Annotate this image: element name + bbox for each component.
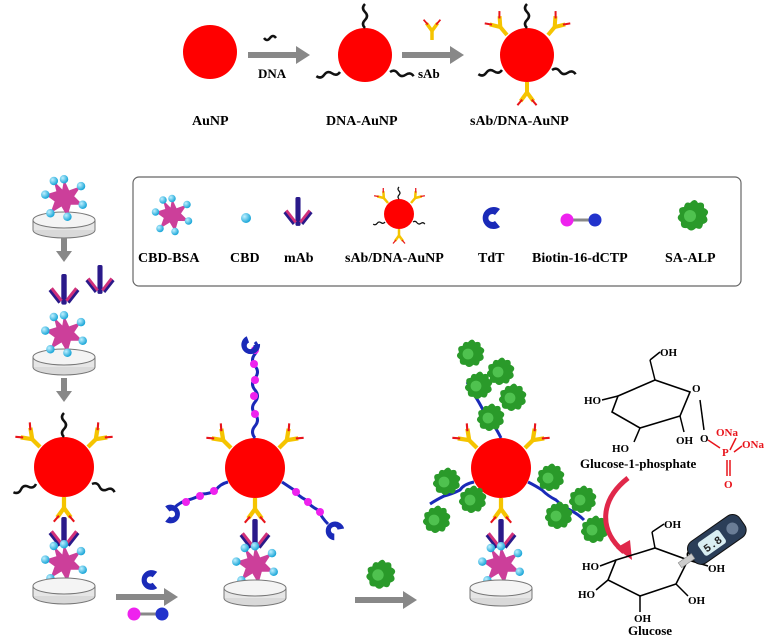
svg-text:OH: OH xyxy=(660,347,678,359)
tdt-extension-step xyxy=(116,570,178,621)
svg-text:O: O xyxy=(724,479,733,491)
legend-biotin-dctp: Biotin-16-dCTP xyxy=(532,251,628,266)
legend-sa-alp: SA-ALP xyxy=(665,251,716,266)
legend-cbd: CBD xyxy=(230,251,260,266)
arrow-down-1 xyxy=(56,238,72,262)
svg-text:ONa: ONa xyxy=(742,439,765,451)
sab-dna-aunp-particle xyxy=(476,2,578,105)
arrow-dna-label: DNA xyxy=(258,66,287,81)
dna-aunp-particle xyxy=(314,2,416,82)
dna-strand-icon xyxy=(263,34,277,42)
svg-text:HO: HO xyxy=(582,561,600,573)
svg-text:OH: OH xyxy=(664,519,682,531)
svg-text:ONa: ONa xyxy=(716,427,739,439)
arrow-sab-label: sAb xyxy=(418,66,440,81)
svg-text:O: O xyxy=(692,383,701,395)
arrow-down-2 xyxy=(56,378,72,402)
sa-alp-binding-step xyxy=(355,559,417,609)
glucometer-icon: 5.8 xyxy=(677,514,747,569)
step-4-elongated xyxy=(165,335,346,607)
glucose-1-phosphate-label: Glucose-1-phosphate xyxy=(580,456,697,471)
step-2-electrode-mab xyxy=(32,263,116,376)
sab-dna-aunp-icon xyxy=(372,186,427,245)
legend-sab-dna-aunp: sAb/DNA-AuNP xyxy=(345,251,444,266)
svg-text:HO: HO xyxy=(612,443,630,455)
svg-text:OH: OH xyxy=(634,613,652,625)
dna-aunp-label: DNA-AuNP xyxy=(326,114,398,129)
aunp-label: AuNP xyxy=(192,114,229,129)
svg-text:HO: HO xyxy=(584,395,602,407)
svg-text:HO: HO xyxy=(578,589,596,601)
step-5-sa-alp-loaded xyxy=(422,339,609,607)
svg-text:OH: OH xyxy=(676,435,694,447)
svg-text:OH: OH xyxy=(708,563,726,575)
glucose-1-phosphate-structure: OH HO HO OH O O P ONa ONa O xyxy=(584,347,765,491)
legend-mab: mAb xyxy=(284,251,314,266)
sab-dna-aunp-label: sAb/DNA-AuNP xyxy=(470,114,569,129)
aunp-particle xyxy=(183,25,237,79)
svg-text:OH: OH xyxy=(688,595,706,607)
legend-cbd-bsa: CBD-BSA xyxy=(138,251,200,266)
cbd-icon xyxy=(241,213,251,223)
svg-text:P: P xyxy=(722,447,729,459)
top-row: AuNP DNA DNA-AuNP sAb sAb/DNA-AuNP xyxy=(183,2,578,129)
svg-text:O: O xyxy=(700,433,709,445)
glucose-label: Glucose xyxy=(628,623,672,638)
conversion-arrow xyxy=(603,476,630,554)
biotin-dctp-icon xyxy=(560,213,602,227)
sab-icon xyxy=(421,17,443,42)
legend-box: CBD-BSA CBD mAb sAb/DNA-AuNP TdT Biotin-… xyxy=(132,176,742,287)
step-1-electrode xyxy=(32,175,96,239)
arrow-sab xyxy=(402,46,464,64)
arrow-dna xyxy=(248,46,310,64)
step-3-sandwich xyxy=(11,411,117,605)
legend-tdt: TdT xyxy=(478,251,505,266)
